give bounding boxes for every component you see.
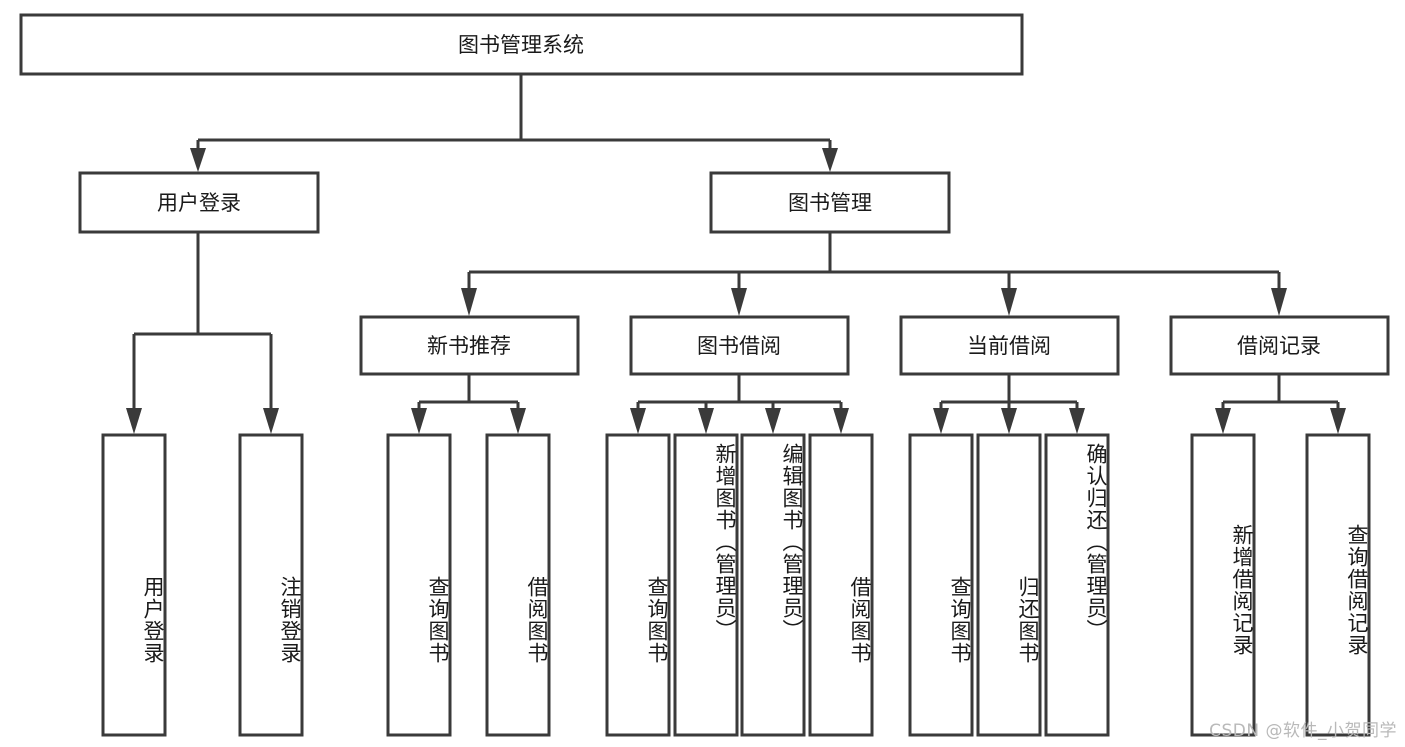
node-leaf-return-book-box[interactable] xyxy=(976,433,1042,737)
node-root-label: 图书管理系统 xyxy=(458,33,584,57)
arrow-head-new-book-recommend xyxy=(461,288,477,316)
arrow-head-leaf-query-book-1 xyxy=(411,408,427,434)
connector-layer xyxy=(126,74,1346,434)
node-leaf-add-book-box[interactable] xyxy=(673,433,739,737)
node-book-manage-box[interactable] xyxy=(709,171,951,234)
node-leaf-edit-book-box[interactable] xyxy=(740,433,806,737)
node-leaf-borrow-book-1-box[interactable] xyxy=(485,433,551,737)
node-leaf-query-book-2-box[interactable] xyxy=(605,433,671,737)
node-book-borrow-box[interactable] xyxy=(629,315,850,376)
arrow-head-leaf-add-book xyxy=(698,408,714,434)
node-user-login-box[interactable] xyxy=(78,171,320,234)
node-leaf-user-login-box[interactable] xyxy=(101,433,167,737)
node-leaf-borrow-book-2-box[interactable] xyxy=(808,433,874,737)
node-leaf-user-logout-box[interactable] xyxy=(238,433,304,737)
arrow-head-borrow-record xyxy=(1271,288,1287,316)
arrow-head-leaf-user-logout xyxy=(263,408,279,434)
node-leaf-confirm-return-box[interactable] xyxy=(1044,433,1110,737)
arrow-head-leaf-borrow-book-2 xyxy=(833,408,849,434)
arrow-head-leaf-confirm-return xyxy=(1069,408,1085,434)
node-book-borrow-label: 图书借阅 xyxy=(697,334,781,358)
node-layer: 图书管理系统 用户登录 图书管理 新书推荐 图书借阅 当前借阅 借阅记录 xyxy=(19,13,1390,737)
node-borrow-record-box[interactable] xyxy=(1169,315,1390,376)
arrow-head-book-borrow xyxy=(731,288,747,316)
arrow-head-leaf-borrow-book-1 xyxy=(510,408,526,434)
arrow-head-user-login xyxy=(190,148,206,172)
watermark-text: CSDN @软件_小贺同学 xyxy=(1209,721,1397,741)
node-borrow-record-label: 借阅记录 xyxy=(1237,334,1321,358)
arrow-head-leaf-add-record xyxy=(1215,408,1231,434)
arrow-head-leaf-query-record xyxy=(1330,408,1346,434)
node-user-login-label: 用户登录 xyxy=(157,191,241,215)
node-new-book-recommend-label: 新书推荐 xyxy=(427,334,511,358)
arrow-head-leaf-return-book xyxy=(1001,408,1017,434)
node-leaf-add-record-box[interactable] xyxy=(1190,433,1256,737)
arrow-head-leaf-query-book-3 xyxy=(933,408,949,434)
node-root-box[interactable] xyxy=(19,13,1024,76)
arrow-head-current-borrow xyxy=(1001,288,1017,316)
arrow-head-book-manage xyxy=(822,148,838,172)
arrow-head-leaf-edit-book xyxy=(765,408,781,434)
node-new-book-recommend-box[interactable] xyxy=(359,315,580,376)
node-current-borrow-box[interactable] xyxy=(899,315,1120,376)
node-leaf-query-record-box[interactable] xyxy=(1305,433,1371,737)
node-book-manage-label: 图书管理 xyxy=(788,191,872,215)
arrow-head-leaf-query-book-2 xyxy=(630,408,646,434)
arrow-head-leaf-user-login xyxy=(126,408,142,434)
node-current-borrow-label: 当前借阅 xyxy=(967,334,1051,358)
node-leaf-query-book-1-box[interactable] xyxy=(386,433,452,737)
node-leaf-query-book-3-box[interactable] xyxy=(908,433,974,737)
